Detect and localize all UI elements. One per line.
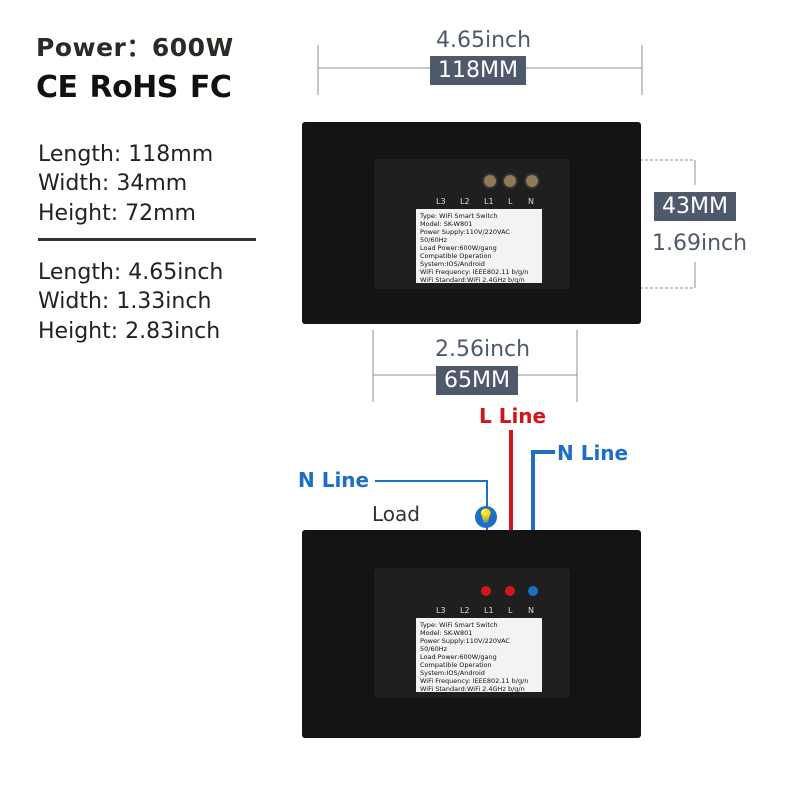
terminal-label-l3: L3 [436, 197, 446, 206]
fcc-mark: FC [189, 70, 232, 105]
rohs-mark: RoHS [89, 70, 178, 105]
spec-height-mm: Height: 72mm [38, 201, 196, 226]
device-label-top: Type: WiFi Smart Switch Model: SK-W801 P… [416, 209, 542, 284]
terminal-n-blue [528, 586, 538, 596]
terminal-label-l2: L2 [460, 606, 470, 615]
spec-length-mm: Length: 118mm [38, 142, 214, 167]
terminal-screw [524, 173, 540, 189]
l-line-label: L Line [479, 404, 547, 428]
terminal-label-l1: L1 [484, 606, 494, 615]
module-inch-label: 2.56inch [435, 337, 531, 362]
switch-module-top: L3 L2 L1 L N Type: WiFi Smart Switch Mod… [374, 159, 570, 289]
n-line-right-label: N Line [557, 441, 629, 465]
terminal-label-l1: L1 [484, 197, 494, 206]
module-mm-label: 65MM [436, 366, 518, 395]
width-mm-label: 118MM [430, 56, 526, 85]
n-line-left-label: N Line [298, 468, 370, 492]
device-label-bottom: Type: WiFi Smart Switch Model: SK-W801 P… [416, 618, 542, 693]
terminal-label-l3: L3 [436, 606, 446, 615]
switch-plate-top: L3 L2 L1 L N Type: WiFi Smart Switch Mod… [302, 122, 641, 324]
power-rating: Power：600W [36, 33, 234, 62]
terminal-screw [502, 173, 518, 189]
switch-module-bottom: L3 L2 L1 L N Type: WiFi Smart Switch Mod… [374, 568, 570, 698]
terminal-screw [482, 173, 498, 189]
certification-logos: CE RoHS FC [36, 70, 233, 105]
terminal-l1-red [481, 586, 491, 596]
spec-width-mm: Width: 34mm [38, 171, 188, 196]
terminal-label-n: N [528, 606, 534, 615]
terminal-label-l: L [508, 606, 513, 615]
terminal-label-l2: L2 [460, 197, 470, 206]
ce-mark: CE [36, 70, 78, 105]
terminal-l-red [505, 586, 515, 596]
terminal-label-l: L [508, 197, 513, 206]
spec-height-inch: Height: 2.83inch [38, 319, 221, 344]
height-inch-label: 1.69inch [652, 231, 748, 256]
switch-plate-bottom: L3 L2 L1 L N Type: WiFi Smart Switch Mod… [302, 530, 641, 738]
terminal-label-n: N [528, 197, 534, 206]
spec-divider [38, 238, 256, 241]
bulb-icon: 💡 [475, 506, 497, 528]
spec-width-inch: Width: 1.33inch [38, 289, 212, 314]
spec-length-inch: Length: 4.65inch [38, 260, 224, 285]
load-label: Load [372, 502, 420, 526]
width-inch-label: 4.65inch [436, 28, 532, 53]
height-mm-label: 43MM [654, 192, 736, 221]
